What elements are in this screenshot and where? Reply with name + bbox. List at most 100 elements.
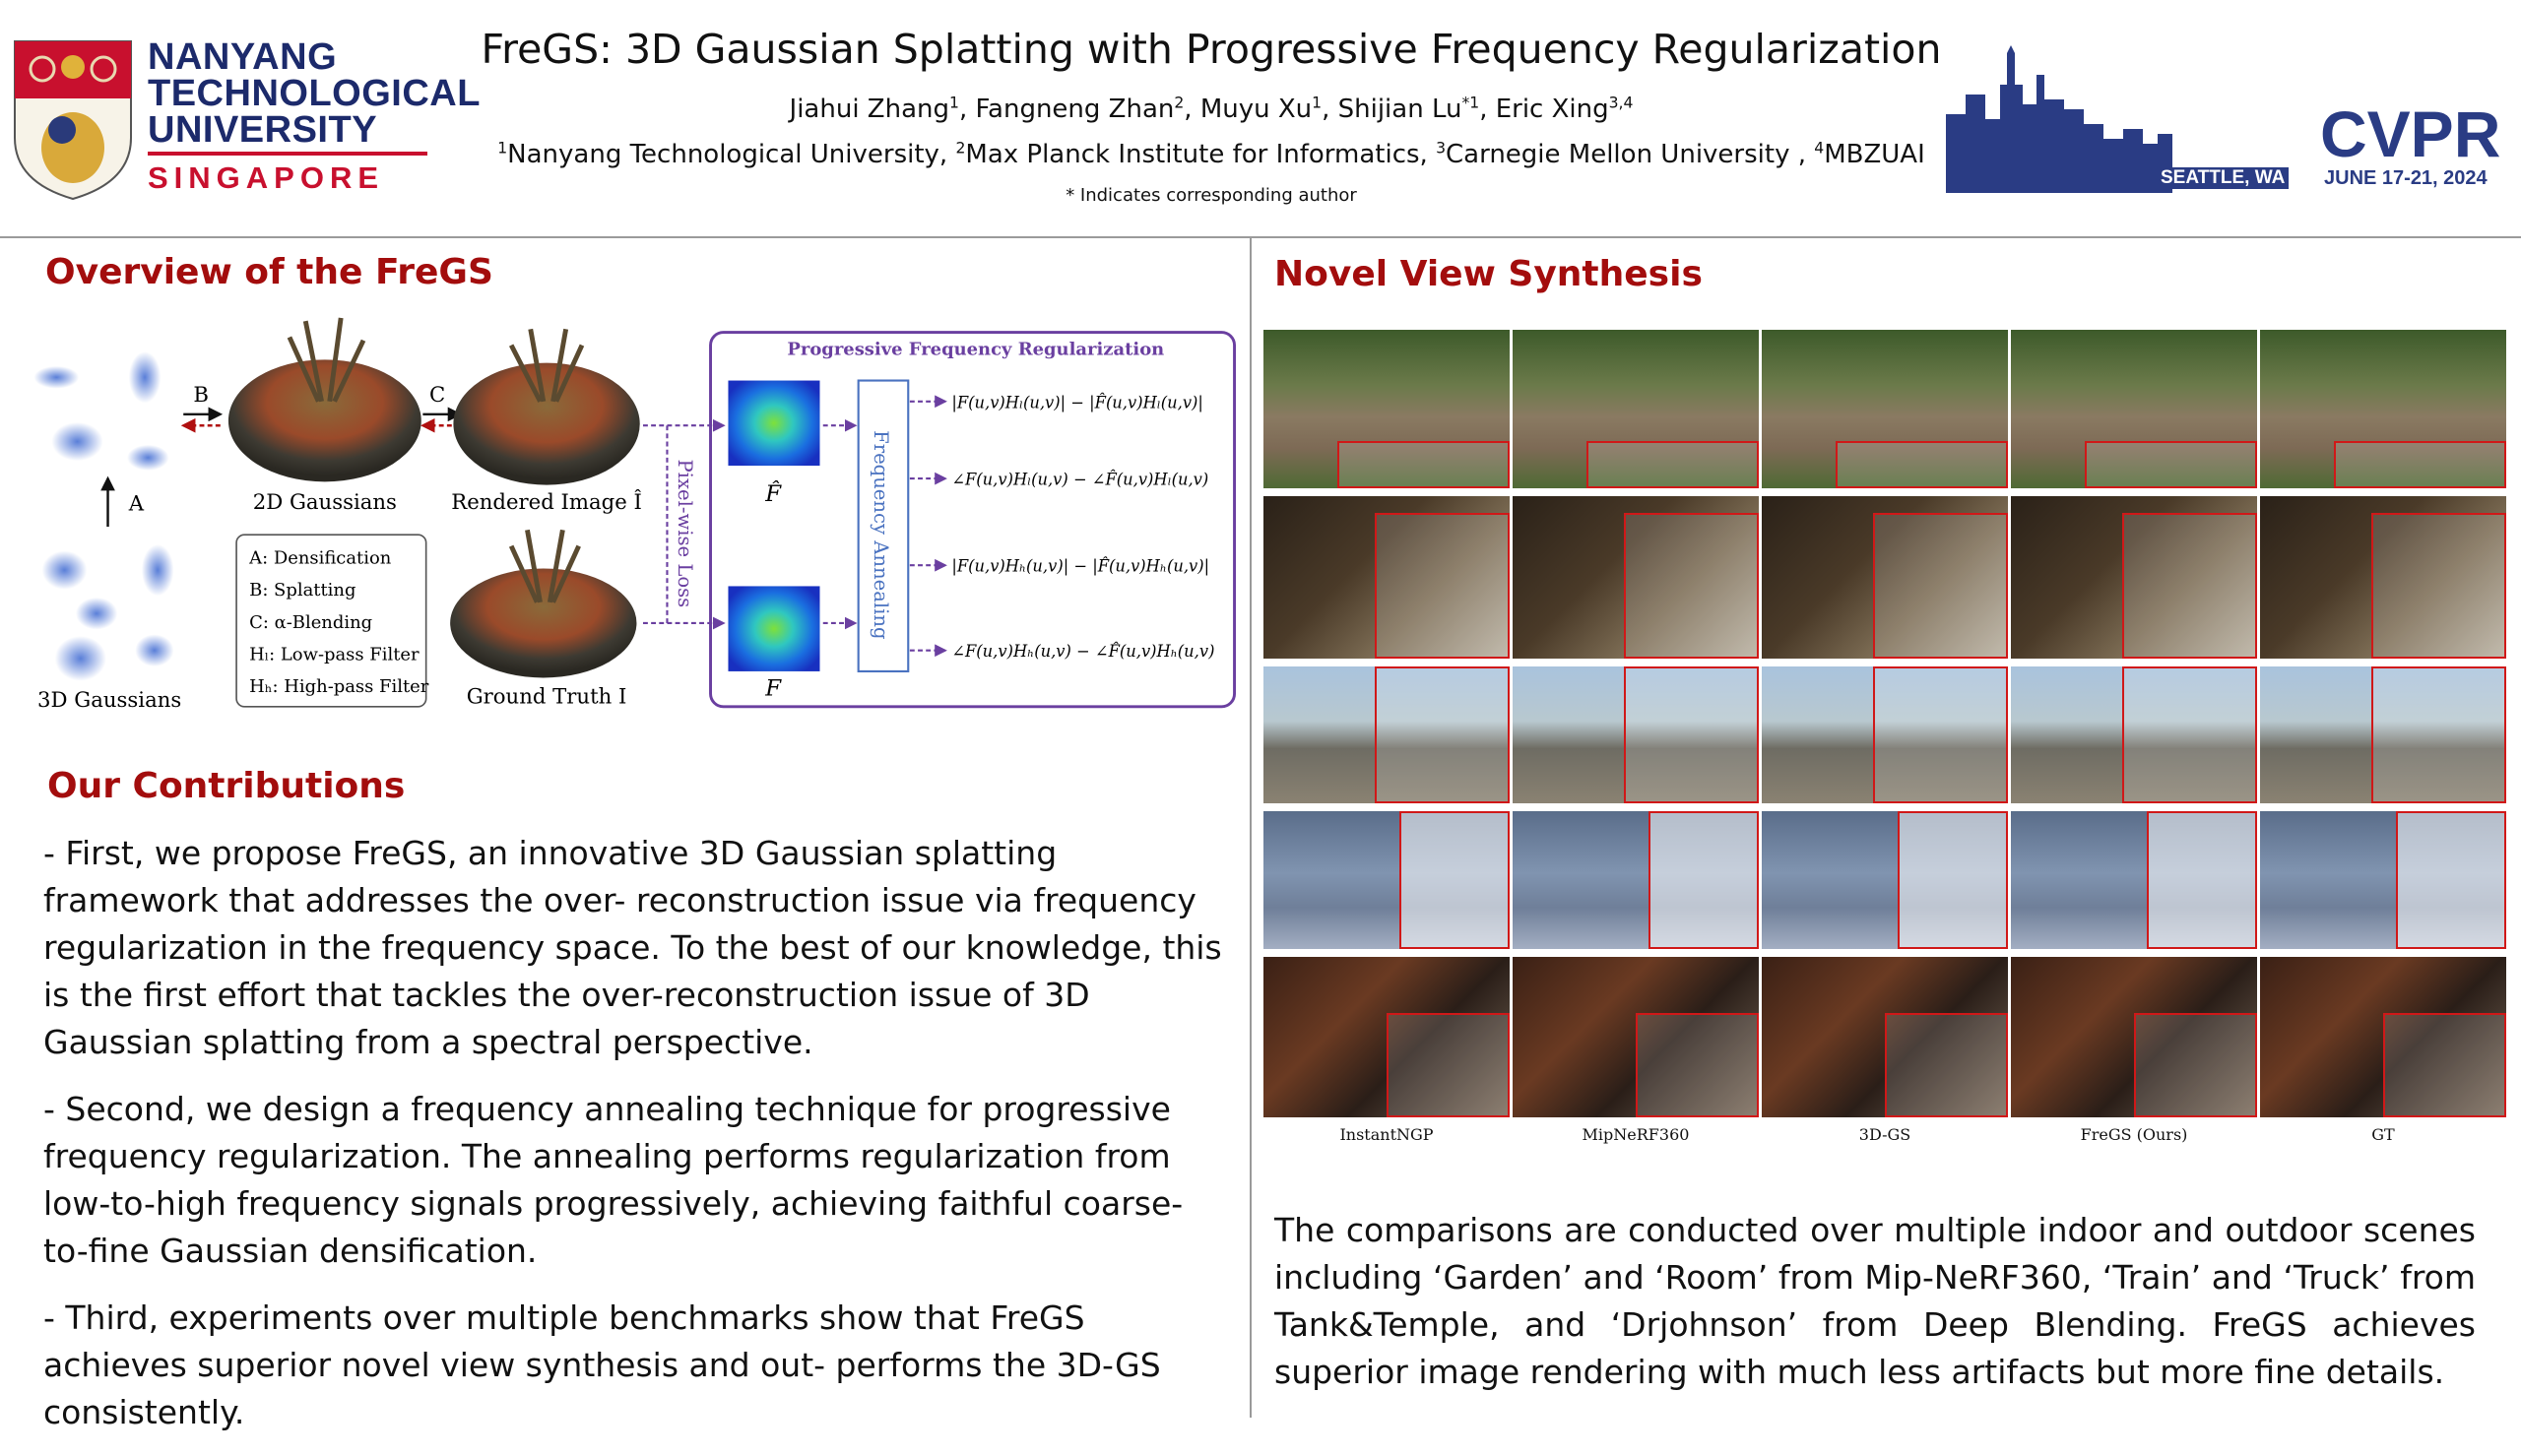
label-ground-truth: Ground Truth I: [467, 685, 627, 710]
label-b: B: [193, 383, 209, 408]
gaussians-3d-large: [41, 544, 174, 681]
zoom-inset: [1636, 1013, 1759, 1117]
method-label: GT: [2371, 1125, 2395, 1144]
label-annealing: Frequency Annealing: [870, 430, 892, 639]
formula: |F(u,v)Hₗ(u,v)| − |F̂(u,v)Hₗ(u,v)|: [951, 393, 1203, 411]
ntu-name: NANYANG TECHNOLOGICAL UNIVERSITY: [148, 36, 481, 149]
scene-row-train: [1263, 666, 2506, 803]
cvpr-logo: CVPR SEATTLE, WA JUNE 17-21, 2024: [1946, 45, 2515, 193]
render-drjohnson: [1762, 957, 2008, 1117]
render-room: [1263, 496, 1510, 659]
render-drjohnson: [1513, 957, 1759, 1117]
ntu-divider: [148, 152, 427, 156]
legend-item: A: Densification: [248, 548, 392, 569]
zoom-inset: [1836, 440, 2008, 488]
affiliation: 1Nanyang Technological University,: [497, 139, 956, 169]
label-pixel-loss: Pixel-wise Loss: [674, 460, 696, 608]
contribution-item: - Second, we design a frequency annealin…: [43, 1090, 1184, 1270]
zoom-inset: [1387, 1013, 1510, 1117]
nvs-description: The comparisons are conducted over multi…: [1274, 1211, 2476, 1391]
ntu-line: TECHNOLOGICAL: [148, 73, 481, 114]
zoom-inset: [2134, 1013, 2257, 1117]
ntu-line: NANYANG: [148, 36, 338, 78]
cvpr-location: SEATTLE, WA: [2157, 167, 2290, 189]
column-divider: [1250, 238, 1252, 1418]
render-truck: [2011, 811, 2257, 949]
pfr-box: [709, 331, 1237, 709]
scene-row-truck: [1263, 811, 2506, 949]
zoom-inset: [1398, 811, 1510, 949]
formula: |F(u,v)Hₕ(u,v)| − |F̂(u,v)Hₕ(u,v)|: [951, 557, 1209, 576]
pfr-title: Progressive Frequency Regularization: [787, 339, 1164, 359]
render-train: [1263, 666, 1510, 803]
overview-heading: Overview of the FreGS: [45, 252, 493, 292]
corresponding-note: * Indicates corresponding author: [1066, 185, 1357, 206]
zoom-inset: [2370, 666, 2506, 803]
zoom-inset: [2146, 811, 2257, 949]
zoom-inset: [2383, 1013, 2506, 1117]
render-drjohnson: [2260, 957, 2506, 1117]
contribution-item: - First, we propose FreGS, an innovative…: [43, 834, 1222, 1061]
affiliation: 2Max Planck Institute for Informatics,: [955, 139, 1437, 169]
render-room: [2011, 496, 2257, 659]
authors: Jiahui Zhang1, Fangneng Zhan2, Muyu Xu1,…: [789, 94, 1634, 124]
header-divider: [0, 236, 2521, 238]
render-room: [1762, 496, 2008, 659]
ntu-crest-icon: [14, 40, 132, 201]
label-c: C: [429, 383, 445, 408]
formula: ∠F(u,v)Hₗ(u,v) − ∠F̂(u,v)Hₗ(u,v): [951, 471, 1208, 489]
label-rendered: Rendered Image Î: [451, 490, 642, 515]
plant-ground-truth: [450, 529, 637, 678]
method-label: FreGS (Ours): [2080, 1125, 2188, 1144]
author: Shijian Lu*1: [1337, 94, 1480, 124]
render-drjohnson: [2011, 957, 2257, 1117]
render-garden: [2260, 330, 2506, 488]
label-fhat: F̂: [764, 481, 782, 507]
zoom-inset: [1337, 440, 1510, 488]
ntu-singapore: SINGAPORE: [148, 160, 385, 195]
formula: ∠F(u,v)Hₕ(u,v) − ∠F̂(u,v)Hₕ(u,v): [951, 642, 1214, 661]
spectrum-gt: [728, 586, 820, 671]
contribution-item: - Third, experiments over multiple bench…: [43, 1298, 1161, 1431]
method-label: InstantNGP: [1339, 1125, 1434, 1144]
poster-title: FreGS: 3D Gaussian Splatting with Progre…: [481, 26, 1942, 73]
scene-row-drjohnson: [1263, 957, 2506, 1117]
render-train: [2011, 666, 2257, 803]
legend-item: B: Splatting: [249, 580, 356, 601]
scene-row-room: [1263, 496, 2506, 659]
render-garden: [1762, 330, 2008, 488]
spectrum-rendered: [728, 380, 820, 467]
zoom-inset: [2334, 440, 2506, 488]
render-garden: [1513, 330, 1759, 488]
ntu-logo: [13, 39, 133, 201]
render-train: [1762, 666, 2008, 803]
render-truck: [1263, 811, 1510, 949]
author: Fangneng Zhan2: [975, 94, 1185, 124]
affiliation: 3Carnegie Mellon University ,: [1436, 139, 1815, 169]
zoom-inset: [1897, 811, 2008, 949]
affiliations: 1Nanyang Technological University, 2Max …: [414, 140, 2009, 169]
render-truck: [1762, 811, 2008, 949]
contributions-heading: Our Contributions: [47, 766, 406, 806]
render-truck: [1513, 811, 1759, 949]
zoom-inset: [2121, 512, 2257, 659]
cvpr-wordmark: CVPR: [2320, 97, 2501, 170]
render-train: [1513, 666, 1759, 803]
zoom-inset: [2085, 440, 2257, 488]
gaussians-3d-small: [33, 351, 169, 471]
zoom-inset: [1623, 666, 1759, 803]
render-drjohnson: [1263, 957, 1510, 1117]
author: Jiahui Zhang1: [789, 94, 959, 124]
legend-item: C: α-Blending: [249, 612, 372, 633]
plant-2d-gaussians: [227, 317, 421, 482]
label-2d-gaussians: 2D Gaussians: [253, 490, 397, 515]
zoom-inset: [1374, 666, 1510, 803]
scene-row-garden: [1263, 330, 2506, 488]
zoom-inset: [2121, 666, 2257, 803]
label-f: F: [764, 675, 782, 701]
render-train: [2260, 666, 2506, 803]
nvs-heading: Novel View Synthesis: [1274, 254, 1703, 294]
render-truck: [2260, 811, 2506, 949]
